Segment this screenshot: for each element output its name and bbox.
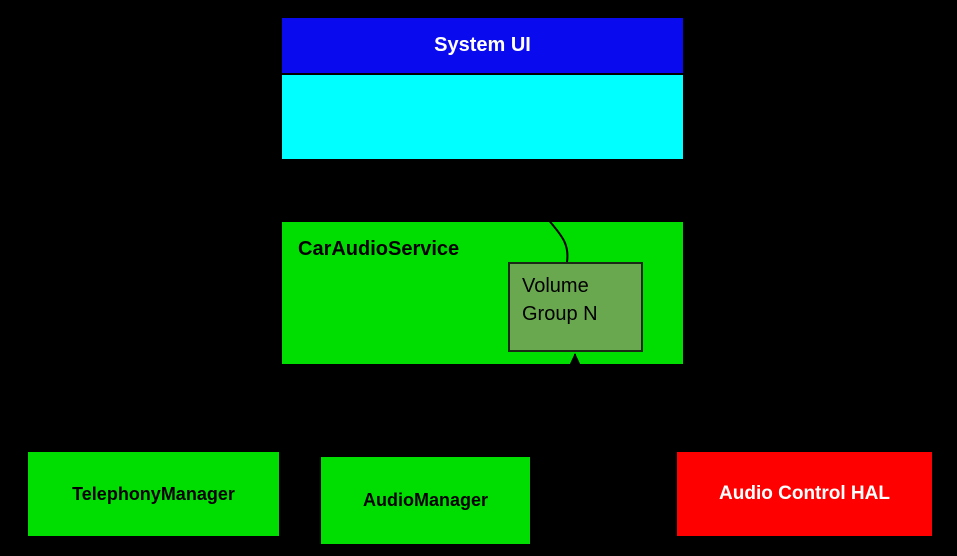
telephony-manager-label: TelephonyManager [72,483,235,504]
audio-control-hal-label: Audio Control HAL [719,483,890,504]
system-ui-header-box: System UI [281,17,684,74]
audio-control-hal-box: Audio Control HAL [676,451,933,537]
volume-group-box: Volume Group N [508,262,643,352]
audio-manager-box: AudioManager [320,456,531,545]
car-audio-service-label: CarAudioService [298,238,460,260]
system-ui-body-box [281,74,684,160]
volume-group-label: Volume Group N [522,275,598,325]
audio-manager-label: AudioManager [362,490,488,510]
system-ui-label: System UI [434,34,531,56]
telephony-manager-box: TelephonyManager [27,451,280,537]
